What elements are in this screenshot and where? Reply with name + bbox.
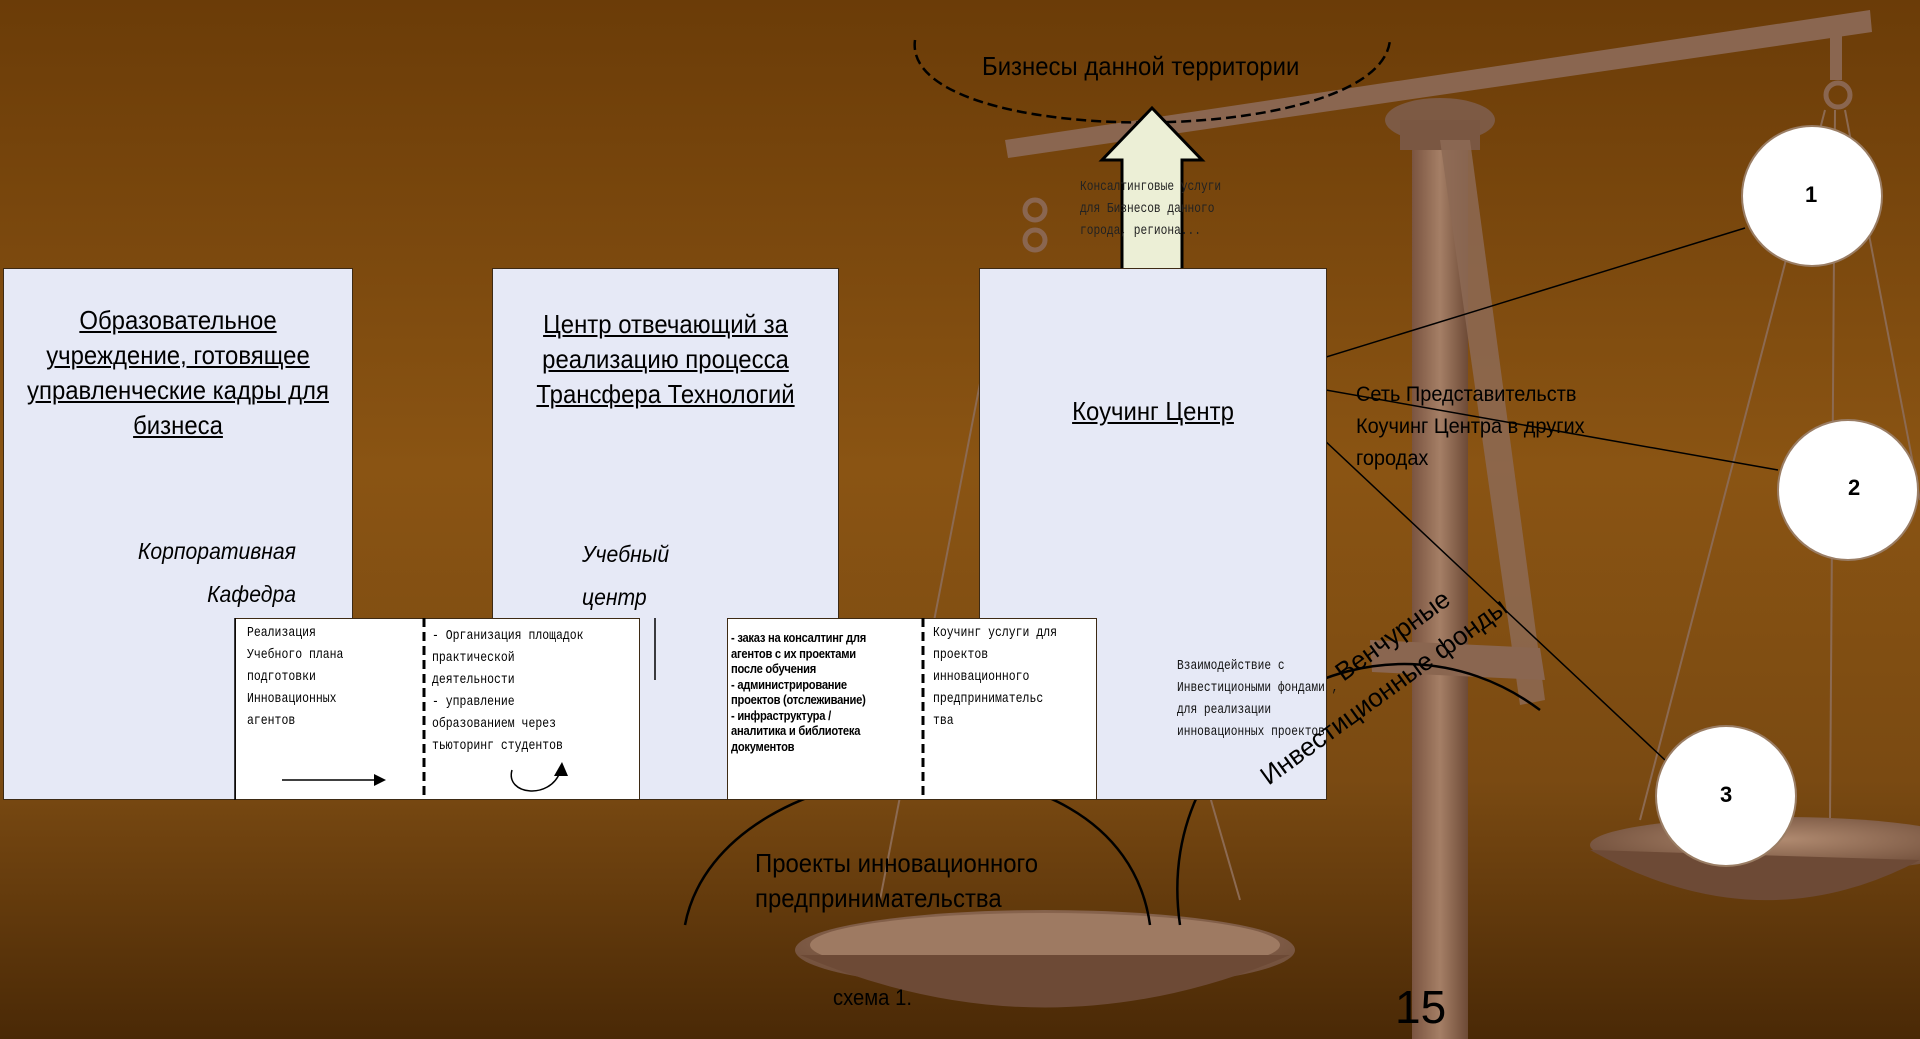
projects-label: Проекты инновационного предпринимательст… [755,848,1039,913]
coaching-title: Коучинг Центр [1072,396,1234,426]
consulting-label: Консалтинговые услуги для Бизнесов данно… [1080,179,1222,239]
tech-transfer-title: Центр отвечающий за реализацию процесса … [536,309,795,409]
circle-2-label: 2 [1848,475,1861,500]
education-title: Образовательное учреждение, готовящее уп… [27,305,329,440]
orders-text: - заказ на консалтинг для агентов с их п… [731,630,866,754]
curriculum-subbox [235,618,640,800]
network-label: Сеть Представительств Коучинг Центра в д… [1356,383,1585,470]
page-number: 15 [1395,981,1447,1033]
scale-pole [1412,150,1468,1039]
circle-3-label: 3 [1720,782,1733,807]
circle-1 [1741,125,1883,267]
circle-2 [1777,419,1919,561]
projects-subbox [727,618,1097,800]
circle-3 [1655,725,1797,867]
businesses-label: Бизнесы данной территории [982,51,1300,81]
scheme-caption: схема 1. [833,985,912,1010]
scale-beam [1005,10,1872,158]
curriculum-text: Реализация Учебного плана подготовки Инн… [247,625,344,729]
coaching-services-text: Коучинг услуги для проектов инновационно… [933,625,1058,729]
corporate-chair-label: Корпоративная Кафедра [137,538,296,607]
training-center-label: Учебный центр [582,541,670,610]
circle-1-label: 1 [1805,182,1818,207]
interaction-label: Взаимодействие с Инвестициоными фондами … [1177,658,1339,740]
practice-text: - Организация площадок практической деят… [432,628,584,754]
